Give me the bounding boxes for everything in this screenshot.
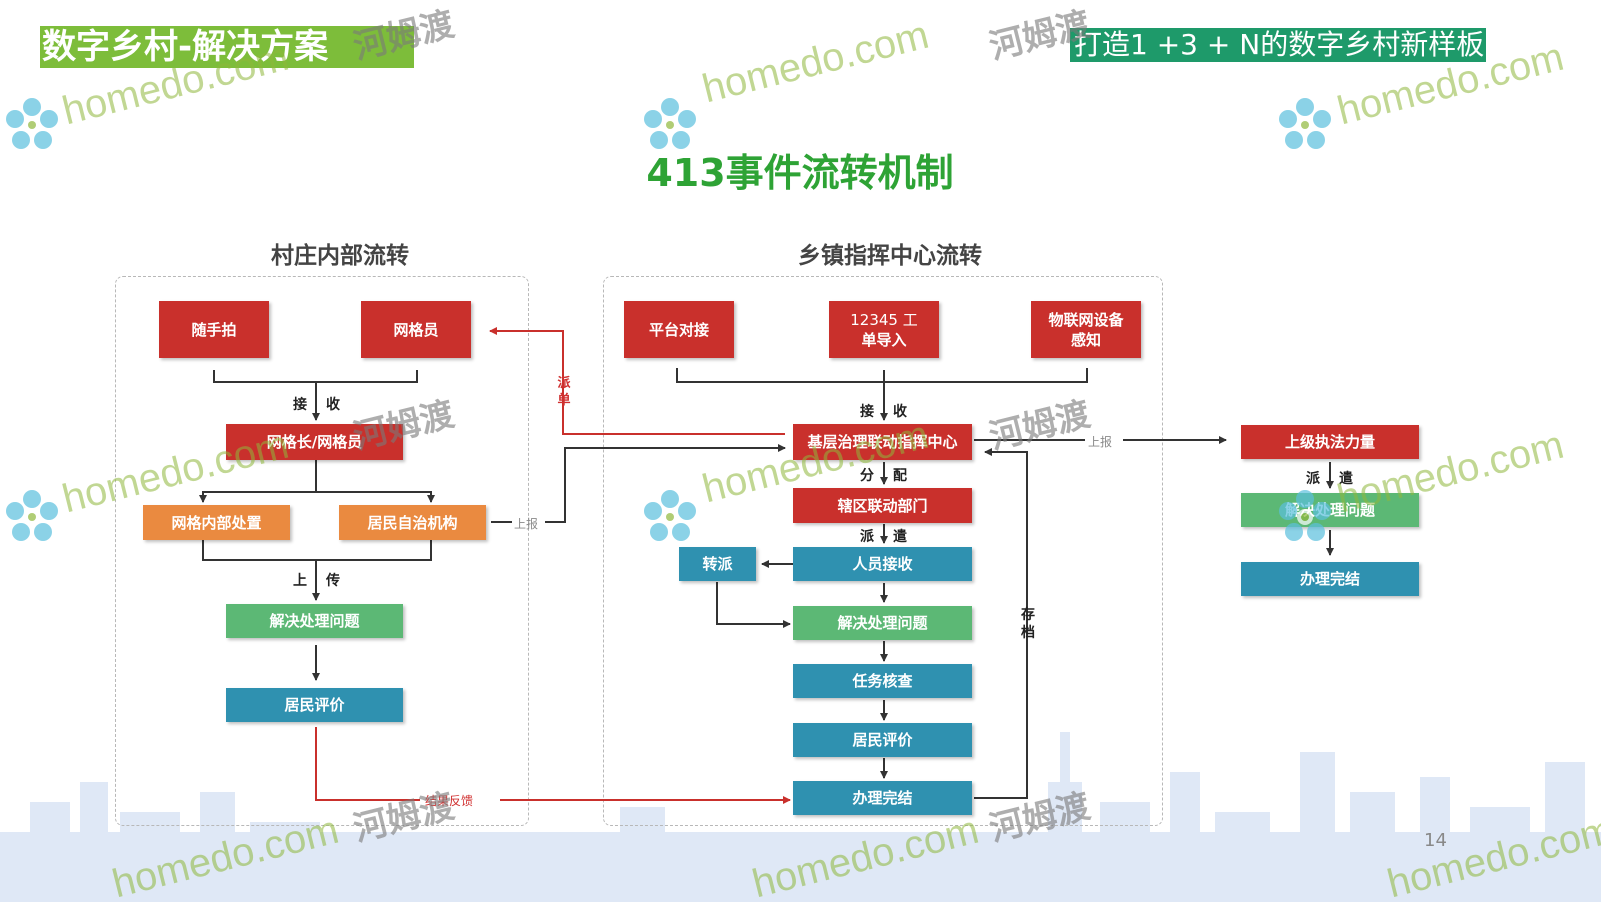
town-resident-rating-box: 居民评价: [793, 723, 972, 757]
town-assign-label-a: 分: [860, 468, 874, 484]
homedo-logo-icon: [644, 490, 696, 541]
grid-staff-box: 网格员: [361, 301, 471, 358]
town-receive-label-a: 接: [860, 404, 874, 420]
town-dispatch-label-a: 派: [860, 529, 874, 545]
village-report-label: 上报: [514, 517, 539, 531]
village-flow-title: 村庄内部流转: [271, 243, 409, 269]
town-dispatch-label-b: 遣: [893, 529, 907, 545]
village-solve-problem-box: 解决处理问题: [226, 604, 403, 638]
village-flow-panel: [115, 276, 529, 826]
superior-dispatch-label-a: 派: [1306, 471, 1320, 487]
village-upload-label-a: 上: [293, 573, 307, 589]
resident-self-governance-box: 居民自治机构: [339, 505, 486, 540]
archive-label: 存档: [1021, 607, 1035, 641]
village-receive-label-a: 接: [293, 397, 307, 413]
town-assign-label-b: 配: [893, 468, 907, 484]
staff-receive-box: 人员接收: [793, 547, 972, 581]
village-resident-rating-box: 居民评价: [226, 688, 403, 722]
slide-tagline: 打造1 +3 + N的数字乡村新样板: [1070, 28, 1486, 62]
dispatch-order-label: 派单: [557, 376, 571, 408]
snapshot-report-box: 随手拍: [159, 301, 269, 358]
town-flow-panel: [603, 276, 1163, 826]
platform-integration-box: 平台对接: [624, 301, 734, 358]
superior-completed-box: 办理完结: [1241, 562, 1419, 596]
task-verification-box: 任务核查: [793, 664, 972, 698]
result-feedback-label: 结果反馈: [425, 794, 474, 808]
town-report-label: 上报: [1088, 435, 1113, 449]
section-badge: 数字乡村-解决方案: [40, 26, 414, 68]
town-completed-box: 办理完结: [793, 781, 972, 815]
superior-dispatch-label-b: 遣: [1339, 471, 1353, 487]
homedo-logo-icon: [1279, 98, 1331, 149]
hotline-12345-import-box: 12345 工 单导入: [829, 301, 939, 358]
grid-leader-box: 网格长/网格员: [226, 424, 403, 460]
superior-enforcement-box: 上级执法力量: [1241, 425, 1419, 459]
main-title: 413事件流转机制: [646, 151, 954, 195]
homedo-logo-icon: [6, 490, 58, 541]
homedo-logo-icon: [1279, 490, 1331, 541]
homedo-logo-icon: [6, 98, 58, 149]
district-department-box: 辖区联动部门: [793, 488, 972, 523]
command-center-box: 基层治理联动指挥中心: [793, 424, 972, 460]
town-receive-label-b: 收: [893, 404, 907, 420]
transfer-box: 转派: [679, 547, 756, 581]
village-receive-label-b: 收: [326, 397, 340, 413]
town-solve-problem-box: 解决处理问题: [793, 606, 972, 640]
town-flow-title: 乡镇指挥中心流转: [798, 243, 982, 269]
page-number: 14: [1424, 830, 1447, 851]
iot-device-sensing-box: 物联网设备 感知: [1031, 301, 1141, 358]
village-upload-label-b: 传: [326, 573, 340, 589]
homedo-logo-icon: [644, 98, 696, 149]
city-skyline-background: [0, 732, 1601, 902]
grid-internal-handling-box: 网格内部处置: [143, 505, 290, 540]
